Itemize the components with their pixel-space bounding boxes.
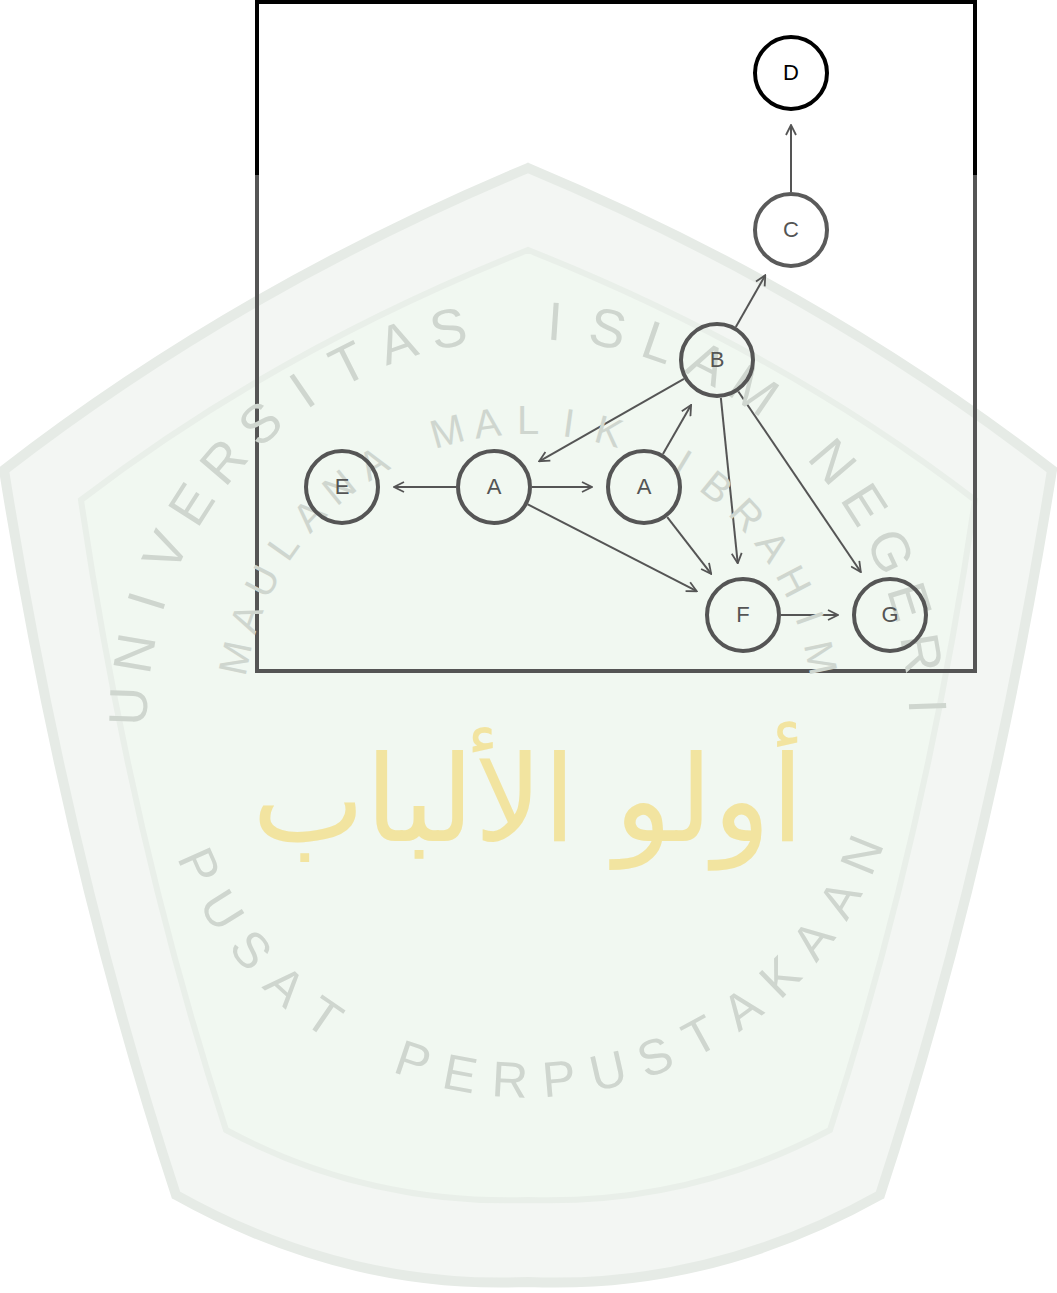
state-circle: A (456, 449, 532, 525)
shield-outline (4, 168, 1052, 1283)
arrow-connector (528, 504, 697, 591)
arrow-connector (736, 275, 765, 327)
arrow-connector (721, 398, 738, 563)
state-circle: F (705, 577, 781, 653)
arrow-connector (539, 379, 684, 461)
arrow-connector (532, 486, 592, 488)
node-label: D (783, 62, 799, 84)
state-circle: C (753, 192, 829, 268)
state-circle: B (679, 322, 755, 398)
arrow-connector (738, 391, 860, 572)
node-label: C (783, 219, 799, 241)
node-label: E (335, 476, 350, 498)
state-circle: G (852, 577, 928, 653)
node-label: A (637, 476, 652, 498)
watermark-text: أولو الألباب (252, 728, 804, 872)
frame-bottom (257, 175, 975, 671)
state-circle: A (606, 449, 682, 525)
state-circle: D (753, 35, 829, 111)
arrow-connector (663, 405, 691, 454)
arrow-connector (667, 517, 711, 574)
shield-inner (81, 250, 975, 1200)
node-label: G (881, 604, 898, 626)
frame-top (257, 2, 975, 175)
node-label: B (710, 349, 725, 371)
node-label: A (487, 476, 502, 498)
arrow-connector (790, 125, 792, 192)
node-label: F (736, 604, 749, 626)
state-circle: E (304, 449, 380, 525)
arrow-connector (394, 486, 456, 488)
arrow-connector (781, 614, 838, 616)
